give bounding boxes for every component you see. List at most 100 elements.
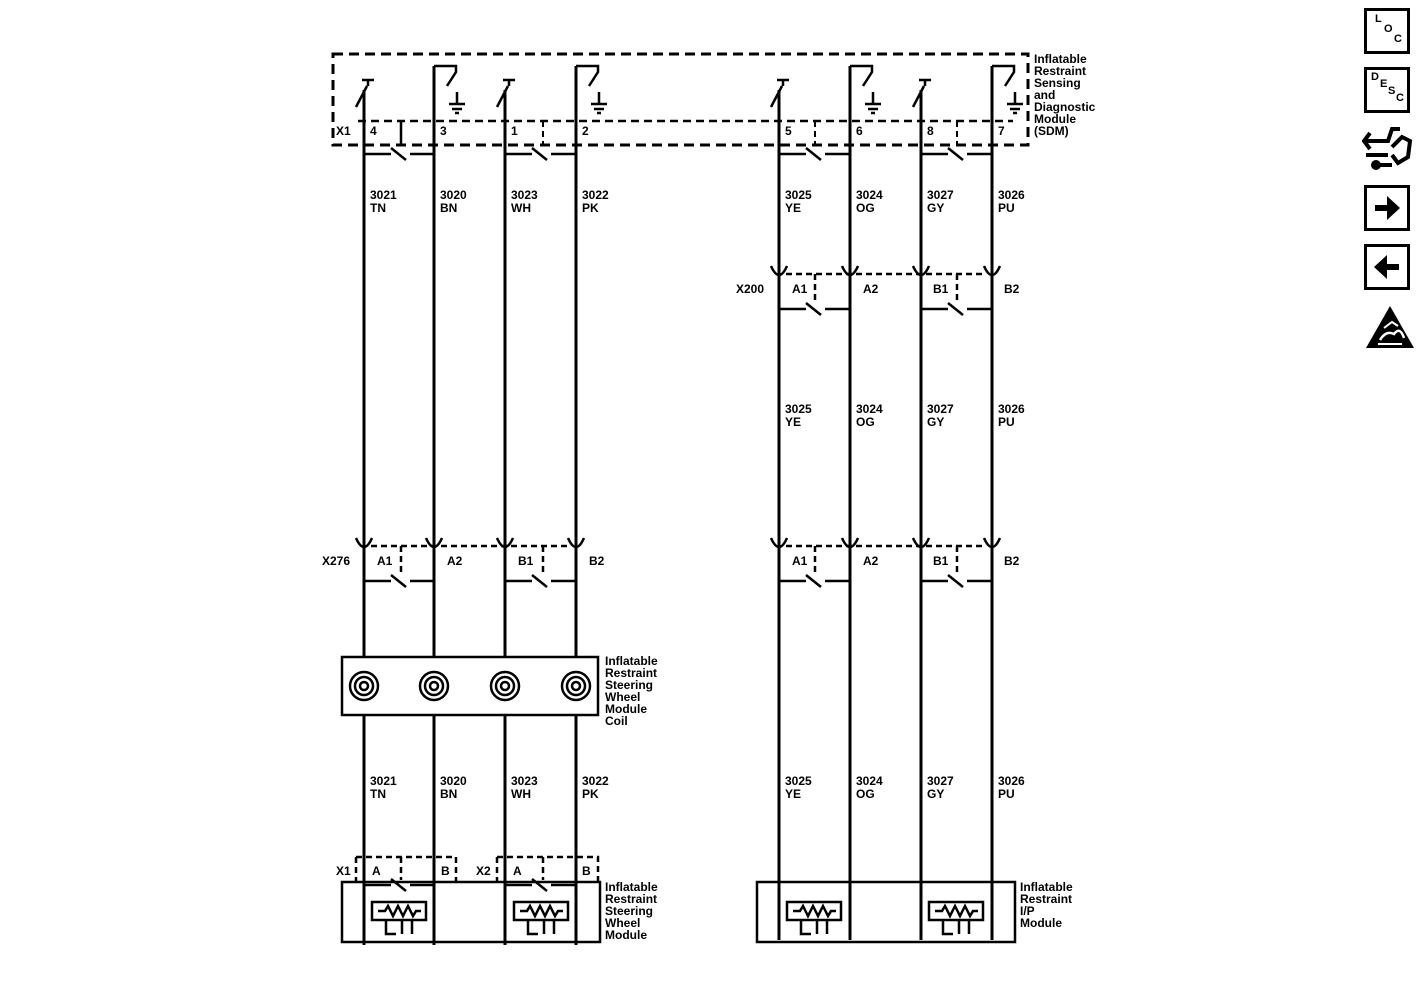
svg-text:1: 1 <box>511 124 518 138</box>
swm-x1-pin-a: A <box>372 864 381 878</box>
svg-text:Sensing: Sensing <box>1034 76 1081 90</box>
svg-text:B1: B1 <box>518 554 534 568</box>
svg-text:A1: A1 <box>792 282 808 296</box>
desc-letter-c: C <box>1396 92 1404 104</box>
next-page-button[interactable] <box>1364 185 1410 231</box>
svg-text:3: 3 <box>440 124 447 138</box>
svg-text:B2: B2 <box>1004 554 1020 568</box>
svg-text:B1: B1 <box>933 554 949 568</box>
svg-text:Restraint: Restraint <box>605 892 657 906</box>
svg-text:GY: GY <box>927 415 944 429</box>
svg-text:A2: A2 <box>447 554 463 568</box>
svg-text:3027: 3027 <box>927 402 954 416</box>
svg-text:TN: TN <box>370 201 386 215</box>
svg-text:3023: 3023 <box>511 188 538 202</box>
svg-text:PU: PU <box>998 201 1015 215</box>
svg-text:Inflatable: Inflatable <box>1020 880 1073 894</box>
sdm-shorting-bars <box>364 121 992 161</box>
svg-text:3021: 3021 <box>370 774 397 788</box>
svg-text:4: 4 <box>370 124 377 138</box>
previous-page-button[interactable] <box>1364 244 1410 290</box>
svg-text:YE: YE <box>785 787 801 801</box>
x-right-lower-pin-labels: A1 A2 B1 B2 <box>792 554 1020 568</box>
x200-pin-labels: A1 A2 B1 B2 <box>792 282 1020 296</box>
svg-text:5: 5 <box>785 124 792 138</box>
x276-name: X276 <box>322 554 350 568</box>
svg-text:PK: PK <box>582 201 599 215</box>
svg-text:3024: 3024 <box>856 188 883 202</box>
svg-text:3025: 3025 <box>785 774 812 788</box>
svg-text:B2: B2 <box>1004 282 1020 296</box>
svg-text:3020: 3020 <box>440 774 467 788</box>
svg-text:6: 6 <box>856 124 863 138</box>
svg-text:PU: PU <box>998 415 1015 429</box>
esd-warning-button[interactable] <box>1364 304 1416 350</box>
swm-label: Inflatable Restraint Steering Wheel Modu… <box>605 880 658 942</box>
swm-connector-outlines <box>354 855 600 882</box>
svg-text:OG: OG <box>856 787 875 801</box>
svg-text:Inflatable: Inflatable <box>605 880 658 894</box>
ipm-label: Inflatable Restraint I/P Module <box>1020 880 1073 930</box>
svg-text:Wheel: Wheel <box>605 916 640 930</box>
svg-text:A2: A2 <box>863 282 879 296</box>
desc-letter-s: S <box>1388 85 1396 97</box>
x200-connector <box>769 265 1002 316</box>
svg-text:B1: B1 <box>933 282 949 296</box>
svg-text:Module: Module <box>1020 916 1062 930</box>
svg-text:BN: BN <box>440 201 457 215</box>
svg-text:Diagnostic: Diagnostic <box>1034 100 1096 114</box>
svg-text:GY: GY <box>927 787 944 801</box>
swm-outline <box>340 880 602 944</box>
esd-warning-icon <box>1366 306 1414 348</box>
location-button[interactable]: L O C <box>1364 8 1410 54</box>
svg-text:3023: 3023 <box>511 774 538 788</box>
svg-text:3022: 3022 <box>582 774 609 788</box>
arrow-right-icon <box>1375 196 1400 220</box>
coil-outline <box>340 655 600 717</box>
svg-text:Restraint: Restraint <box>605 666 657 680</box>
arrow-left-icon <box>1374 255 1399 279</box>
x276-pin-labels: A1 A2 B1 B2 <box>377 554 605 568</box>
sdm-connector-name: X1 <box>336 124 351 138</box>
svg-text:8: 8 <box>927 124 934 138</box>
desc-letter-d: D <box>1371 71 1379 83</box>
svg-text:3025: 3025 <box>785 188 812 202</box>
connector-end-view-icon[interactable] <box>1361 123 1416 173</box>
sdm-switches <box>354 64 1023 115</box>
svg-text:3026: 3026 <box>998 774 1025 788</box>
coil-springs <box>348 670 592 702</box>
svg-text:TN: TN <box>370 787 386 801</box>
svg-text:PK: PK <box>582 787 599 801</box>
svg-text:7: 7 <box>998 124 1005 138</box>
wire-group <box>362 66 994 945</box>
ipm-squibs <box>785 900 985 936</box>
loc-letter-o: O <box>1384 23 1393 35</box>
svg-text:Module: Module <box>605 928 647 942</box>
svg-text:WH: WH <box>511 787 531 801</box>
svg-text:Steering: Steering <box>605 678 653 692</box>
svg-text:WH: WH <box>511 201 531 215</box>
sdm-outline <box>331 52 1030 147</box>
svg-text:3025: 3025 <box>785 402 812 416</box>
svg-text:Module: Module <box>605 702 647 716</box>
svg-text:Inflatable: Inflatable <box>605 654 658 668</box>
coil-label: Inflatable Restraint Steering Wheel Modu… <box>605 654 658 728</box>
x-right-lower-connector <box>769 537 1002 588</box>
svg-text:Restraint: Restraint <box>1034 64 1086 78</box>
loc-letter-l: L <box>1375 13 1382 25</box>
svg-text:Restraint: Restraint <box>1020 892 1072 906</box>
svg-text:3026: 3026 <box>998 402 1025 416</box>
svg-text:PU: PU <box>998 787 1015 801</box>
svg-text:2: 2 <box>582 124 589 138</box>
svg-text:3027: 3027 <box>927 774 954 788</box>
description-button[interactable]: D E S C <box>1364 67 1410 113</box>
swm-x2-pin-b: B <box>582 864 591 878</box>
svg-text:B2: B2 <box>589 554 605 568</box>
svg-text:3021: 3021 <box>370 188 397 202</box>
svg-text:3027: 3027 <box>927 188 954 202</box>
svg-text:BN: BN <box>440 787 457 801</box>
x200-name: X200 <box>736 282 764 296</box>
sdm-pin-labels: 4 3 1 2 5 6 8 7 <box>370 124 1005 138</box>
swm-x2-pin-a: A <box>513 864 522 878</box>
